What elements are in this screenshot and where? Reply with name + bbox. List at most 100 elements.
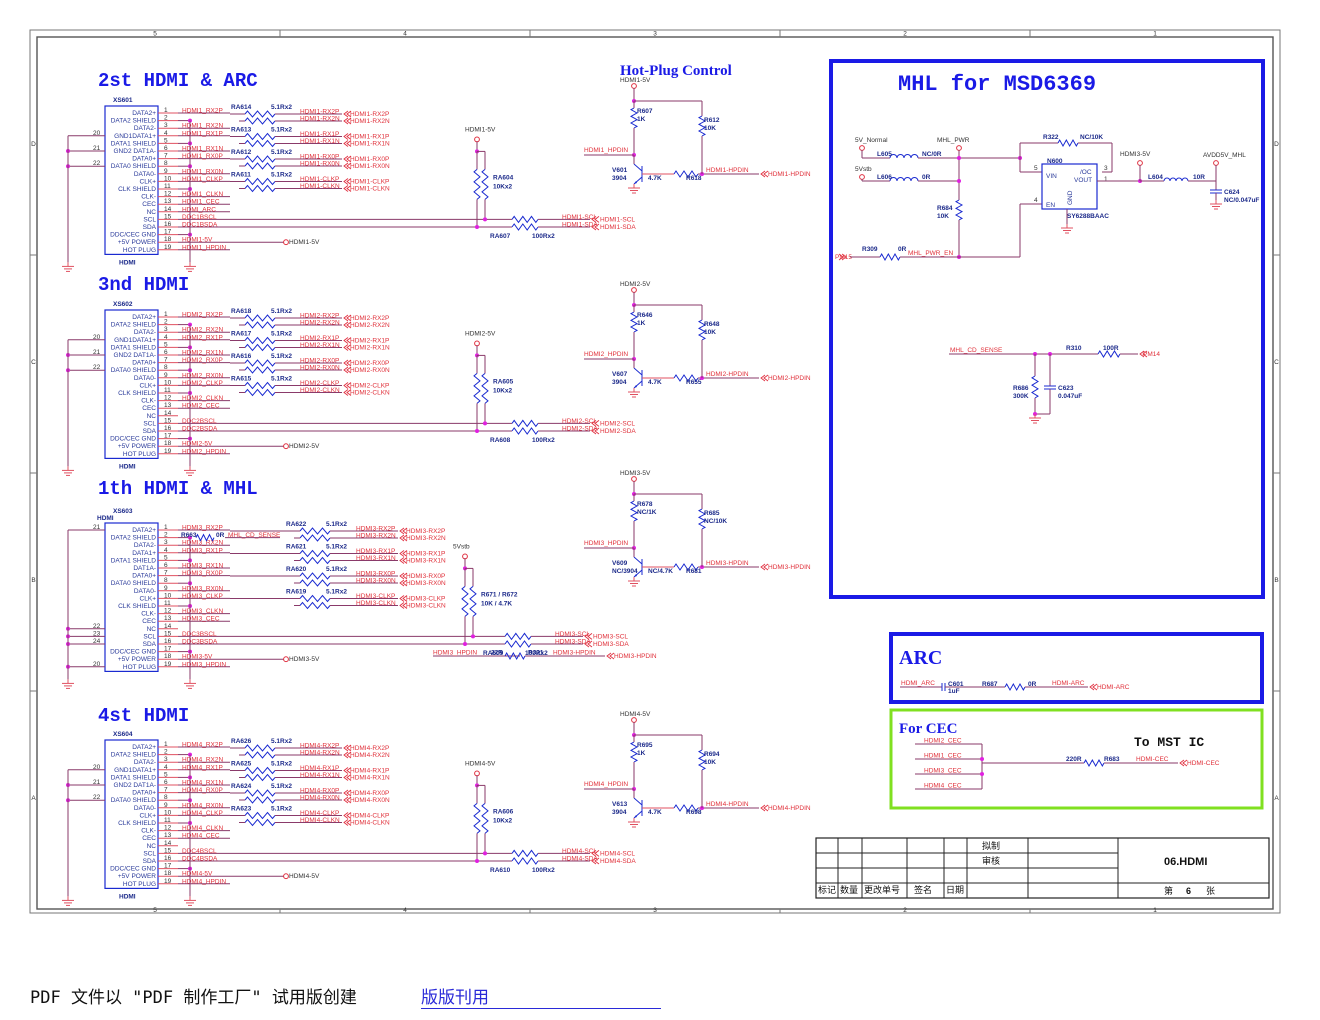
gnd-pin-number: 21	[93, 145, 101, 152]
hp-out-port: HDMI3-HPDIN	[768, 564, 811, 571]
offpage-connector-icon	[399, 534, 408, 542]
port-label: HDMI3-RX2N	[406, 535, 446, 542]
pin-label: SCL	[143, 420, 156, 427]
offpage-connector-icon	[1089, 683, 1098, 691]
net-label: HDMI2_HPDIN	[182, 448, 226, 455]
power-port-icon	[283, 873, 289, 880]
pin-label: SCL	[143, 216, 156, 223]
row-marker-right: B	[1274, 577, 1278, 584]
port-label: HDMI2-RX2P	[350, 315, 389, 322]
pin-number: 2	[164, 749, 168, 756]
net-label: HDMI2_CLKN	[182, 395, 223, 402]
arrow-glyph	[343, 133, 352, 140]
out-net-label: HDMI3-RX0P	[356, 571, 395, 578]
arrow-glyph	[343, 117, 352, 125]
pin-label: SCL	[143, 850, 156, 857]
port-label: HDMI2-RX0P	[350, 360, 389, 367]
pullup-value: 10Kx2	[493, 183, 513, 190]
ground-icon	[628, 818, 640, 828]
gnd-pin-number: 22	[93, 623, 101, 630]
pin-label: DATA0+	[132, 573, 156, 580]
r322-ref: R322	[1043, 134, 1059, 141]
arrow-glyph	[399, 572, 408, 580]
offpage-connector-icon	[343, 359, 352, 367]
ic-pin-oc: /OC	[1080, 169, 1092, 176]
pin-number: 17	[164, 863, 172, 870]
resistor-icon	[299, 527, 331, 535]
net-label: HDMI3_RX2P	[182, 525, 223, 532]
pin-number: 6	[164, 349, 168, 356]
gnd-pin-number: 22	[93, 160, 101, 167]
arrow-glyph	[760, 804, 769, 812]
ic-pin-en: EN	[1046, 202, 1055, 209]
scl-port: HDMI1-SCL	[600, 216, 635, 223]
offpage-connector-icon	[343, 133, 352, 140]
pin-number: 9	[164, 585, 168, 592]
out-net-label: HDMI3-RX1N	[356, 555, 396, 562]
row-marker-left: C	[31, 359, 36, 366]
mhl-pwr-en-net: MHL_PWR_EN	[908, 250, 953, 257]
hp-rbase-value: 4.7K	[648, 175, 662, 182]
net-label: HDMI1_CLKP	[182, 176, 223, 183]
offpage-connector-icon	[343, 344, 352, 351]
col-marker-top: 1	[1153, 31, 1157, 38]
resistor-array-value: 5.1Rx2	[271, 806, 292, 813]
pin-number: 4	[164, 334, 168, 341]
resistor-icon	[299, 572, 331, 580]
pin-number: 7	[164, 787, 168, 794]
hpd-bypass-ref: R321	[528, 650, 544, 657]
out-net-label: HDMI3-CLKN	[356, 600, 396, 607]
pin-label: DATA2+	[132, 314, 156, 321]
col-marker-bottom: 1	[1153, 907, 1157, 914]
pullup-rail-label: 5Vstb	[453, 543, 470, 550]
pin-label: SDA	[143, 641, 157, 648]
offpage-connector-icon	[838, 253, 847, 261]
resistor-icon	[697, 749, 707, 771]
pin-number: 3	[164, 326, 168, 333]
section-title-hdmi3: 1th HDMI & MHL	[98, 478, 258, 500]
hp-in-net: HDMI1_HPDIN	[584, 147, 628, 154]
port-label: HDMI3-RX1N	[406, 558, 446, 565]
cec-input-net: HDMI2_CEC	[924, 738, 962, 745]
pin-number: 5	[164, 771, 168, 778]
transistor-ref: V609	[612, 560, 628, 567]
pin-label: DATA0 SHIELD	[111, 797, 157, 804]
pin-label: DATA2+	[132, 110, 156, 117]
mhl-title: MHL for MSD6369	[898, 72, 1096, 97]
net-label: HDMI4_CLKP	[182, 810, 223, 817]
sda-net: HDMI2-SDA	[562, 426, 598, 433]
emitter-arrow	[634, 181, 637, 184]
mhl-cd-sense-net: MHL_CD_SENSE	[950, 347, 1003, 354]
resistor-array-value: 5.1Rx2	[326, 566, 347, 573]
inductor-icon	[1163, 177, 1189, 182]
net-label: HDMI1_RX1P	[182, 130, 223, 137]
tb-drawn: 拟制	[982, 840, 1000, 851]
inductor-icon	[889, 154, 919, 159]
resistor-array-value: 5.1Rx2	[271, 331, 292, 338]
offpage-connector-icon	[343, 178, 352, 185]
offpage-connector-icon	[343, 155, 352, 163]
rail-5v-normal: 5V_Normal	[855, 137, 888, 144]
offpage-connector-icon	[343, 162, 352, 170]
port-label: HDMI1-RX1P	[350, 134, 389, 141]
r684-value: 10K	[937, 213, 949, 220]
arrow-glyph	[591, 427, 600, 435]
out-net-label: HDMI1-RX0P	[300, 154, 339, 161]
pin-label: +5V POWER	[118, 239, 156, 246]
transistor-ref: V613	[612, 801, 628, 808]
offpage-connector-icon	[399, 579, 408, 587]
arrow-glyph	[399, 557, 408, 564]
power-port-icon	[283, 443, 289, 450]
ground-icon	[184, 896, 196, 906]
pdf-watermark-link[interactable]: 版版刊用	[421, 983, 661, 1009]
net-label: HDMI1_CLKN	[182, 191, 223, 198]
pin-number: 19	[164, 661, 172, 668]
mhl-panel: MHL for MSD6369	[829, 59, 1265, 599]
hp-rpull-value: 10K	[704, 329, 716, 336]
pin-label: DATA1 SHIELD	[111, 774, 157, 781]
hp-rtop-ref: R678	[637, 501, 653, 508]
rail-mhl-pwr: MHL_PWR	[937, 137, 970, 144]
offpage-connector-icon	[584, 640, 593, 648]
offpage-connector-icon	[591, 857, 600, 865]
pin-label: DAT1A-	[133, 565, 156, 572]
